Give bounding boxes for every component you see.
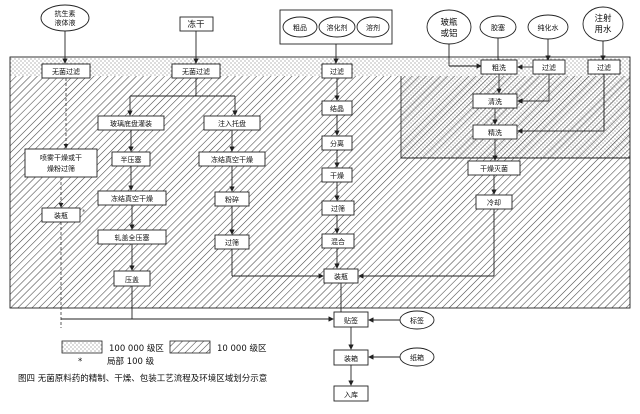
- step-filter-pw-label: 过滤: [542, 63, 556, 72]
- zone-border: [9, 56, 631, 309]
- source-solvent-b: [356, 16, 390, 38]
- source-purified-water-label: 纯化水: [538, 23, 559, 32]
- step-mix: [321, 233, 355, 249]
- source-crude: [282, 16, 318, 38]
- source-glass-bottle-line1: 玻瓶: [440, 17, 458, 28]
- step-filter-label: 过滤: [330, 67, 344, 76]
- legend-dots-swatch: [61, 340, 103, 354]
- step-sterile-filter-1-label: 无菌过滤: [52, 67, 80, 76]
- source-solvent-a: [318, 16, 356, 38]
- step-cool-label: 冷却: [487, 198, 501, 207]
- step-sieve-2: [321, 200, 355, 216]
- figure-caption: 图四 无菌原料药的精制、干燥、包装工艺流程及环境区域划分示意: [18, 373, 267, 384]
- step-crush-label: 粉碎: [225, 195, 239, 204]
- step-separate-label: 分离: [330, 139, 344, 148]
- star-mark: *: [82, 208, 86, 216]
- step-spray-dry-line1: 喷雾干燥或干: [40, 153, 82, 162]
- step-spray-dry: [24, 148, 98, 178]
- step-box-label: 装箱: [344, 354, 358, 363]
- source-solvent-a-label: 溶化剂: [327, 23, 348, 32]
- source-antibiotic-broth-line1: 抗生素: [55, 9, 76, 18]
- step-dry-label: 干燥: [330, 171, 344, 180]
- step-bulk-pack-2-label: 装瓶: [334, 272, 348, 281]
- step-crystallize-label: 结晶: [330, 104, 344, 113]
- step-spray-dry-line2: 燥粉过筛: [47, 164, 75, 173]
- step-store-label: 入库: [344, 390, 358, 399]
- source-wfi-line1: 注射: [594, 13, 612, 24]
- input-label-sheet-label: 标签: [410, 316, 424, 325]
- source-rubber-stopper-label: 胶塞: [491, 23, 505, 32]
- step-wash-label: 清洗: [488, 97, 502, 106]
- source-antibiotic-broth-line2: 液体液: [55, 18, 76, 27]
- legend-hatch-label: 10 000 级区: [217, 343, 267, 354]
- legend-dots-label: 100 000 级区: [109, 343, 164, 354]
- source-crude-label: 粗品: [293, 23, 307, 32]
- step-rough-wash-label: 粗洗: [492, 63, 506, 72]
- step-semi-press-label: 半压塞: [121, 155, 142, 164]
- step-full-press-label: 轧盖全压塞: [115, 233, 150, 242]
- step-cap-label: 压盖: [125, 275, 139, 284]
- step-freeze-vacuum-1-label: 冻结真空干燥: [111, 194, 153, 203]
- step-sterile-filter-2-label: 无菌过滤: [182, 67, 210, 76]
- step-sieve-1-label: 过筛: [225, 238, 239, 247]
- step-dry-sterilize-label: 干燥灭菌: [480, 164, 508, 173]
- legend-star: *: [78, 357, 82, 367]
- step-freeze-vacuum-2-label: 冻结真空干燥: [211, 155, 253, 164]
- step-fine-wash-label: 精洗: [488, 128, 502, 137]
- step-mix-label: 混合: [331, 237, 345, 246]
- source-freeze-dry-label: 冻干: [187, 19, 205, 30]
- source-freeze-dry: [179, 16, 214, 32]
- source-solvent-b-label: 溶剂: [366, 23, 380, 32]
- legend-hatch-swatch: [169, 340, 211, 354]
- dotted-zone-right: [401, 76, 630, 158]
- step-label-label: 贴签: [344, 316, 358, 325]
- step-store: [333, 385, 369, 402]
- step-filter-wfi-label: 过滤: [597, 63, 611, 72]
- source-wfi-line2: 用水: [594, 24, 612, 35]
- step-sieve-2-label: 过筛: [331, 204, 345, 213]
- legend-local-label: 局部 100 级: [107, 356, 155, 367]
- source-antibiotic-broth: [40, 4, 90, 32]
- step-load-tray-label: 注入托盘: [218, 119, 246, 128]
- source-water-for-injection: [582, 6, 624, 42]
- step-bulk-pack-1-label: 装瓶: [54, 211, 68, 220]
- step-crystal-tray-label: 玻璃底盘灌装: [110, 119, 152, 128]
- input-carton-label: 纸箱: [410, 353, 424, 362]
- source-glass-bottle-line2: 或铝: [440, 28, 457, 39]
- dotted-zone-top: [10, 57, 630, 76]
